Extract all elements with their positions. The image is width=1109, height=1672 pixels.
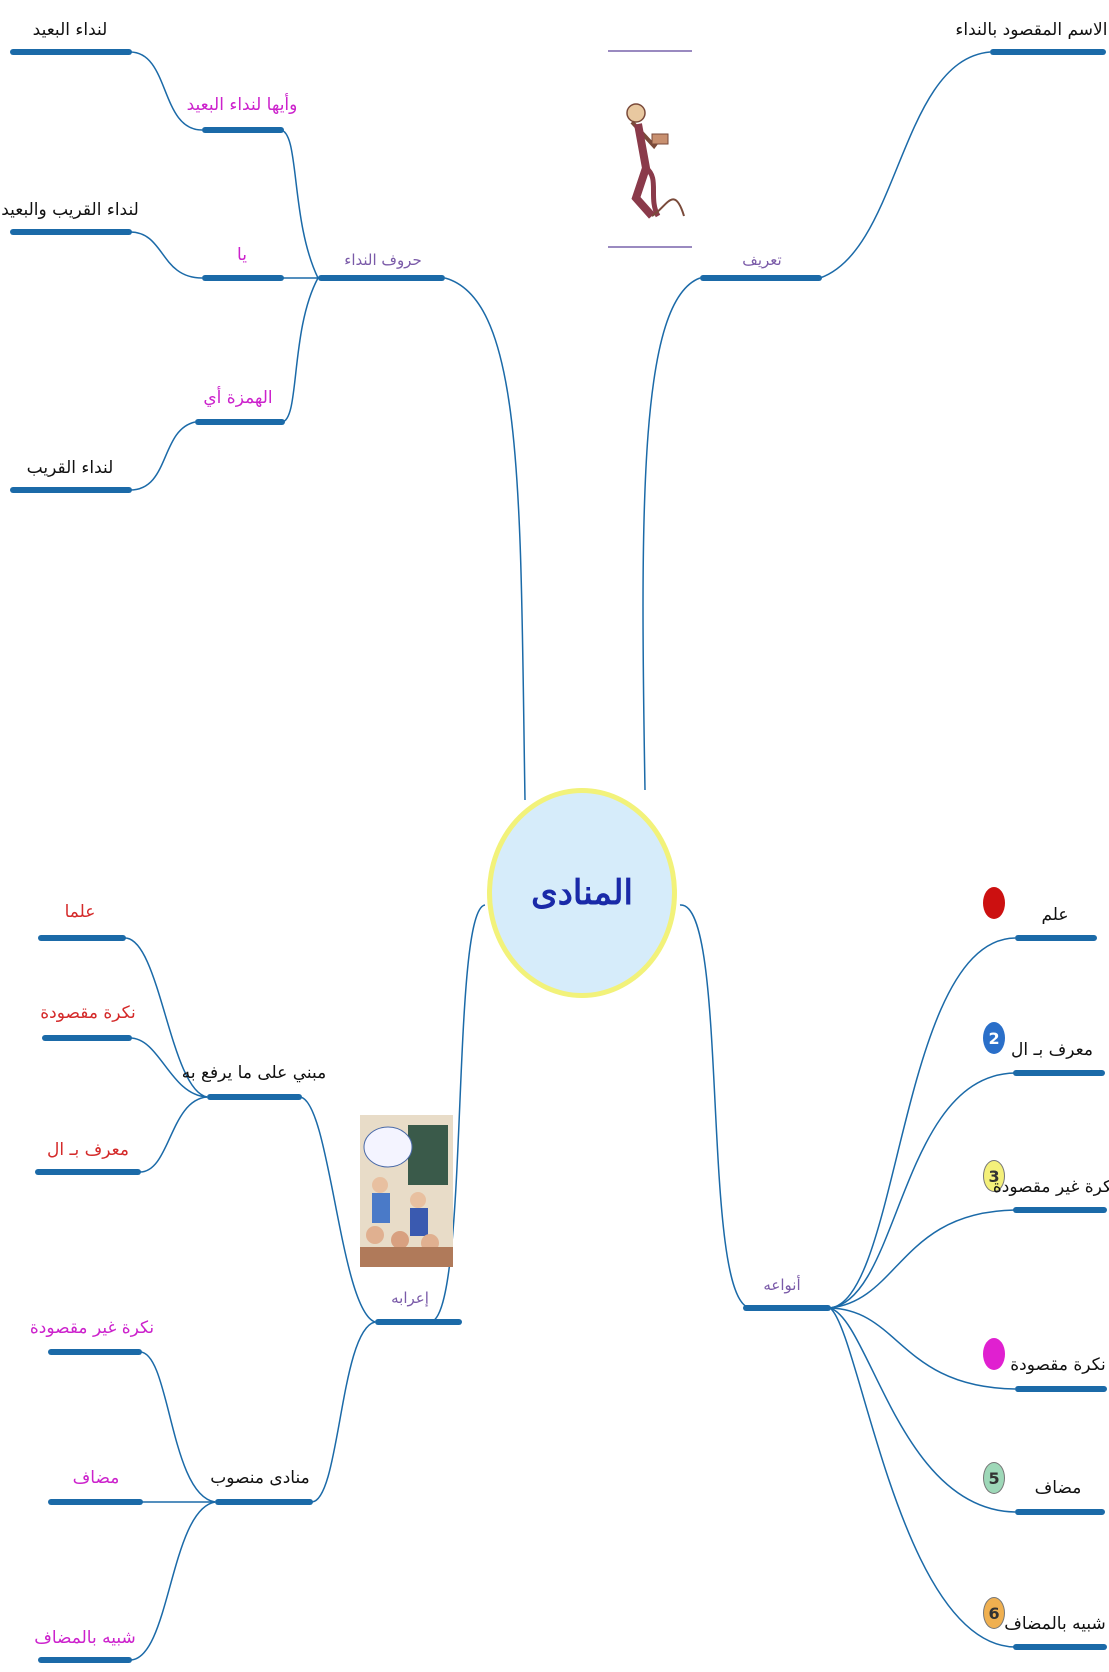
type-item-2-bar — [1013, 1070, 1105, 1076]
link-definition — [642, 277, 701, 791]
link-p3-note — [129, 421, 196, 491]
types-label[interactable]: أنواعه — [763, 1276, 801, 1294]
particle-note-1-bar — [10, 49, 132, 55]
particle-item-3-bar — [195, 419, 285, 425]
accusative-item-1-bar — [48, 1349, 142, 1355]
link-types — [679, 904, 751, 1309]
parsing-branch-bar — [375, 1319, 462, 1325]
link-t2 — [829, 1072, 1016, 1309]
link-definition-text — [819, 51, 991, 279]
central-topic-label: المنادى — [531, 873, 633, 913]
type-item-1[interactable]: علم — [1041, 905, 1069, 925]
type-item-4[interactable]: نكرة مقصودة — [1010, 1355, 1106, 1375]
definition-branch-bar — [700, 275, 822, 281]
accusative-item-2[interactable]: مضاف — [72, 1468, 120, 1488]
link-p2-note — [129, 231, 203, 279]
link-t3 — [829, 1209, 1016, 1309]
type-item-2[interactable]: معرف بـ ال — [1011, 1040, 1093, 1060]
type-item-3-bar — [1013, 1207, 1107, 1213]
link-built — [299, 1096, 376, 1323]
accusative-item-3[interactable]: شبيه بالمضاف — [34, 1628, 136, 1648]
particle-item-1-bar — [202, 127, 284, 133]
built-label[interactable]: مبني على ما يرفع به — [181, 1063, 327, 1083]
particle-note-3[interactable]: لنداء القريب — [26, 458, 114, 478]
number-4-badge-icon — [983, 1338, 1005, 1370]
definition-text[interactable]: هو الاسم المقصود بالنداء — [955, 20, 1109, 40]
type-item-3[interactable]: نكرة غير مقصودة — [992, 1177, 1109, 1197]
definition-text-bar — [990, 49, 1106, 55]
type-item-4-bar — [1015, 1386, 1107, 1392]
link-a3 — [129, 1501, 216, 1661]
number-5-badge-icon: 5 — [983, 1462, 1005, 1494]
link-t5 — [829, 1307, 1016, 1513]
built-item-3-bar — [35, 1169, 141, 1175]
link-parsing — [429, 904, 486, 1323]
type-item-5[interactable]: مضاف — [1034, 1478, 1082, 1498]
link-p1-note — [129, 51, 203, 131]
number-3-badge-icon: 3 — [983, 1160, 1005, 1192]
accusative-label[interactable]: منادى منصوب — [210, 1468, 310, 1488]
link-particles — [444, 277, 526, 801]
link-t6 — [829, 1307, 1016, 1648]
link-t4 — [829, 1307, 1016, 1390]
type-item-1-bar — [1015, 935, 1097, 941]
number-6-badge-icon: 6 — [983, 1597, 1005, 1629]
central-topic[interactable]: المنادى — [487, 788, 677, 998]
particle-item-2-bar — [202, 275, 284, 281]
particle-note-2[interactable]: لنداء القريب والبعيد — [1, 200, 139, 220]
built-item-2-bar — [42, 1035, 132, 1041]
accusative-item-2-bar — [48, 1499, 143, 1505]
particles-label[interactable]: حروف النداء — [344, 251, 422, 269]
link-p3 — [281, 277, 319, 423]
kneeling-figure-illustration — [608, 48, 692, 250]
particle-item-1[interactable]: وأيها لنداء البعيد — [186, 95, 298, 115]
accusative-item-3-bar — [38, 1657, 132, 1663]
built-item-1-bar — [38, 935, 126, 941]
particles-branch-bar — [318, 275, 445, 281]
definition-label[interactable]: تعريف — [742, 251, 782, 269]
link-accusative — [311, 1321, 376, 1503]
type-item-6[interactable]: شبيه بالمضاف — [1004, 1614, 1106, 1634]
types-branch-bar — [743, 1305, 831, 1311]
link-b3 — [139, 1096, 208, 1173]
particle-item-2[interactable]: يا — [237, 245, 247, 265]
built-item-3[interactable]: معرف بـ ال — [47, 1140, 129, 1160]
type-item-5-bar — [1015, 1509, 1105, 1515]
particle-note-2-bar — [10, 229, 132, 235]
parsing-label[interactable]: إعرابه — [391, 1289, 429, 1307]
built-bar — [207, 1094, 302, 1100]
link-a1 — [139, 1351, 216, 1503]
type-item-6-bar — [1013, 1644, 1107, 1650]
number-2-badge-icon: 2 — [983, 1022, 1005, 1054]
accusative-bar — [215, 1499, 313, 1505]
particle-item-3[interactable]: الهمزة أي — [203, 388, 273, 408]
particle-note-3-bar — [10, 487, 132, 493]
link-b2 — [129, 1037, 208, 1098]
link-p1 — [279, 129, 319, 279]
built-item-2[interactable]: نكرة مقصودة — [40, 1003, 136, 1023]
classroom-illustration — [360, 1115, 453, 1267]
particle-note-1[interactable]: لنداء البعيد — [32, 20, 108, 40]
number-1-badge-icon — [983, 887, 1005, 919]
link-b1 — [124, 937, 208, 1098]
link-t1 — [829, 937, 1016, 1309]
accusative-item-1[interactable]: نكرة غير مقصودة — [29, 1318, 155, 1338]
built-item-1[interactable]: علما — [64, 902, 96, 922]
